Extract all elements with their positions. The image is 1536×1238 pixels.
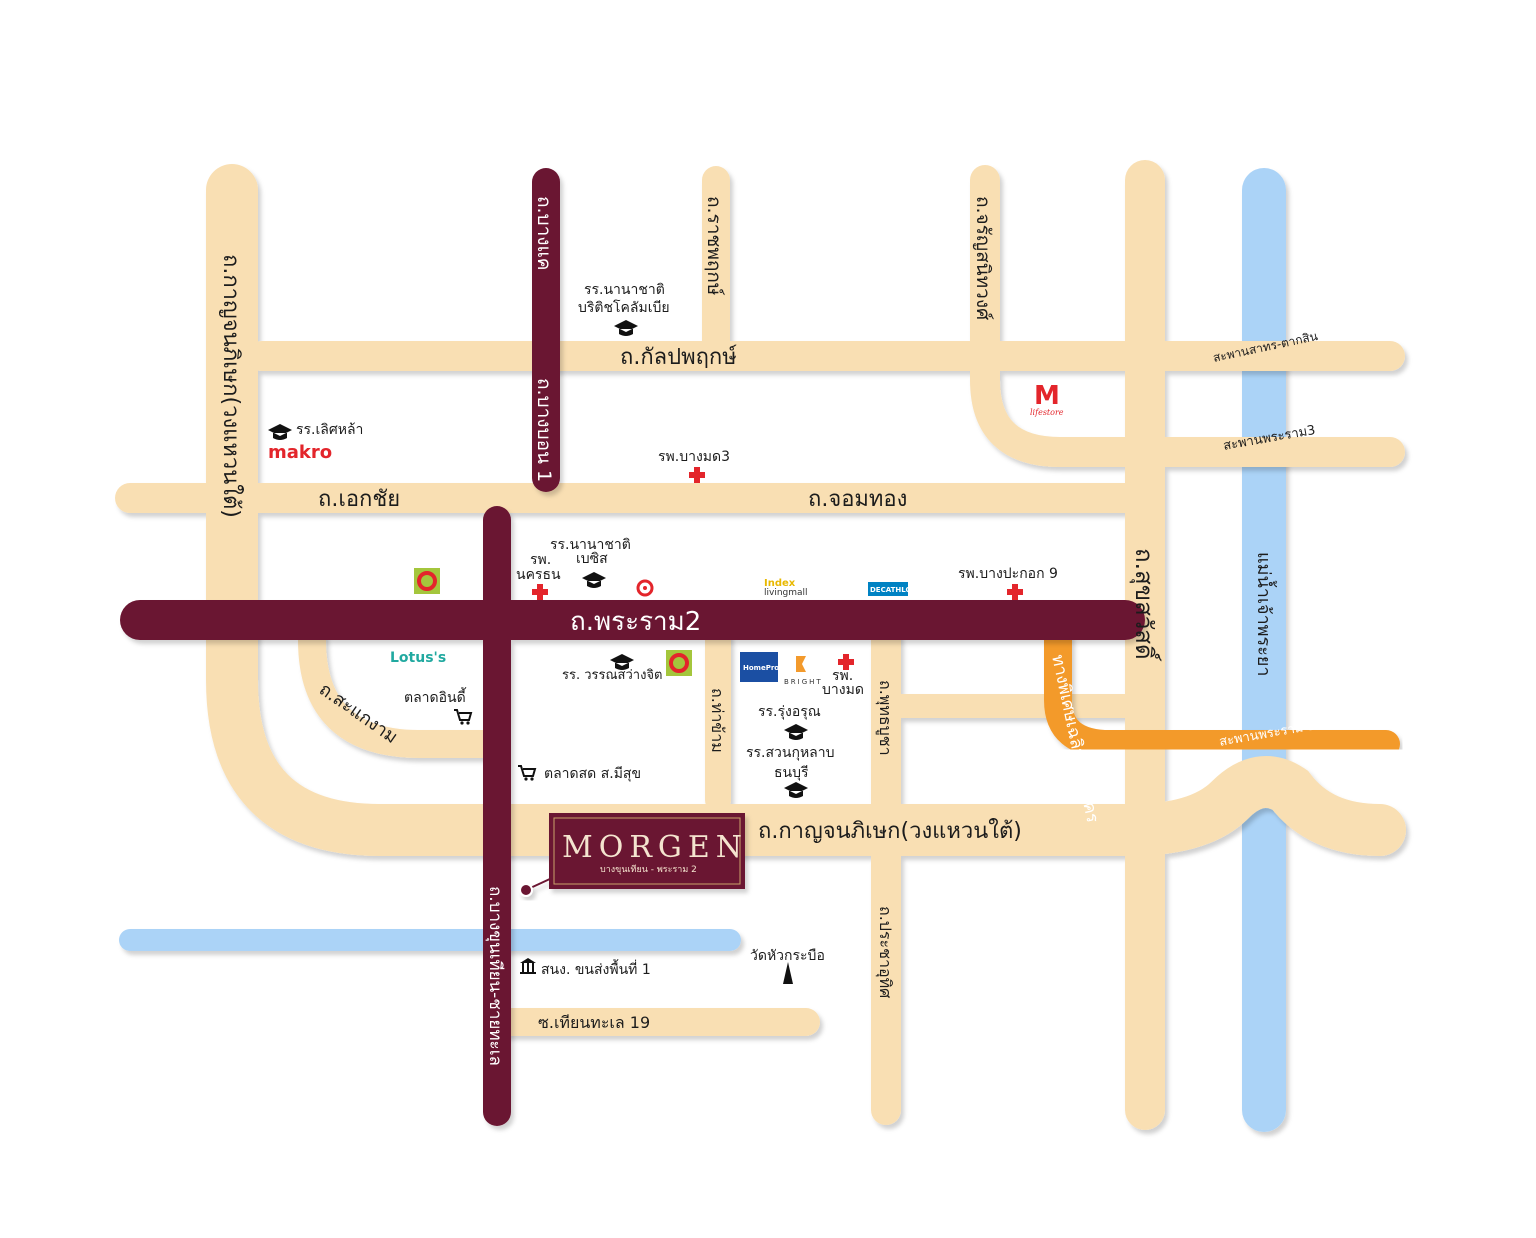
road-charoen-sanitwong bbox=[970, 165, 1405, 467]
label-charoen-sanitwong: ถ.จรัญสนิทวงศ์ bbox=[972, 196, 994, 320]
label-soi-thian-thale: ซ.เทียนทะเล 19 bbox=[538, 1013, 650, 1032]
homepro-label: HomePro bbox=[743, 664, 779, 672]
project-marker[interactable]: MORGEN บางขุนเทียน - พระราม 2 bbox=[519, 813, 748, 897]
project-card bbox=[549, 813, 745, 889]
central-logo-icon bbox=[636, 579, 654, 597]
pois: รร.นานาชาติ บริติชโคลัมเบีย รร.เลิศหล้า … bbox=[268, 282, 1064, 984]
label-basis-1: รร.นานาชาติ bbox=[550, 537, 631, 553]
label-bang-khae: ถ.บางแค bbox=[533, 196, 555, 271]
label-lertlah: รร.เลิศหล้า bbox=[296, 422, 363, 438]
label-rungarun: รร.รุ่งอรุณ bbox=[758, 704, 821, 720]
bright-logo-icon bbox=[796, 656, 806, 672]
hospital-icon bbox=[532, 584, 548, 600]
road-sakae-ngam bbox=[298, 626, 504, 758]
m-lifestore-sub: lifestore bbox=[1030, 408, 1064, 417]
label-rama2: ถ.พระราม2 bbox=[570, 607, 701, 637]
label-land-transport: สนง. ขนส่งพื้นที่ 1 bbox=[541, 959, 651, 978]
label-suk-sawat: ถ.สุขสวัสดิ์ bbox=[1129, 548, 1162, 662]
label-wannasawang: รร. วรรณสว่างจิต bbox=[562, 668, 663, 683]
index-logo-sub: livingmall bbox=[764, 588, 808, 598]
graduation-cap-icon bbox=[784, 782, 808, 798]
label-talad-indy: ตลาดอินดี้ bbox=[404, 687, 467, 706]
makro-logo: makro bbox=[268, 442, 332, 463]
label-british-school-2: บริติชโคลัมเบีย bbox=[578, 299, 670, 316]
label-bang-bon-1: ถ.บางบอน 1 bbox=[533, 378, 555, 482]
graduation-cap-icon bbox=[784, 724, 808, 740]
label-talad-somsuk: ตลาดสด ส.มีสุข bbox=[544, 766, 641, 782]
project-subtitle: บางขุนเทียน - พระราม 2 bbox=[600, 864, 697, 875]
label-hosp-bangmod3: รพ.บางมด3 bbox=[658, 449, 730, 465]
label-pracha-uthit: ถ.ประชาอุทิศ bbox=[875, 906, 895, 998]
label-tha-kham: ถ.ท่าข้าม bbox=[708, 688, 727, 753]
graduation-cap-icon bbox=[610, 654, 634, 670]
label-hosp-bangmod-2: บางมด bbox=[822, 682, 864, 698]
label-chom-thong: ถ.จอมทอง bbox=[808, 487, 907, 512]
shopping-cart-icon bbox=[454, 709, 473, 721]
label-hosp-nakornthon-1: รพ. bbox=[530, 552, 551, 568]
label-wat-hua-krabue: วัดหัวกระบือ bbox=[750, 948, 825, 964]
label-british-school-1: รร.นานาชาติ bbox=[584, 282, 665, 298]
label-phutthabucha: ถ.พุทธบูชา bbox=[875, 680, 895, 756]
minor-roads bbox=[115, 160, 1406, 1130]
label-kanchanaphisek-south: ถ.กาญจนภิเษก(วงแหวนใต้) bbox=[758, 818, 1022, 844]
project-pin bbox=[519, 883, 533, 897]
label-hosp-bangmod-1: รพ. bbox=[832, 668, 853, 684]
temple-icon bbox=[783, 962, 793, 984]
lotus-logo: Lotus's bbox=[390, 650, 446, 666]
m-lifestore-logo: M bbox=[1034, 381, 1060, 411]
hospital-icon bbox=[838, 654, 854, 670]
road-labels: ถ.กาญจนภิเษก(วงแหวนใต้) ถ.บางแค ถ.บางบอน… bbox=[218, 196, 1319, 1066]
hospital-icon bbox=[689, 467, 705, 483]
label-basis-2: เบซิส bbox=[576, 551, 608, 567]
label-kanlapaphruek: ถ.กัลปพฤกษ์ bbox=[620, 345, 737, 370]
homepro-logo bbox=[740, 652, 778, 682]
expressway-chaloem-maha-nakhon bbox=[1044, 626, 1400, 758]
shopping-cart-icon bbox=[518, 765, 537, 777]
road-kanchanaphisek-ring bbox=[206, 164, 1406, 856]
label-suankularb-2: ธนบุรี bbox=[774, 765, 809, 781]
label-suankularb-1: รร.สวนกุหลาบ bbox=[746, 745, 835, 761]
index-logo: Index bbox=[764, 578, 796, 589]
decathlon-label: DECATHLON bbox=[870, 586, 917, 594]
project-name: MORGEN bbox=[562, 830, 748, 865]
label-hosp-bangprakok9: รพ.บางปะกอก 9 bbox=[958, 566, 1058, 582]
government-building-icon bbox=[520, 958, 536, 974]
label-bang-khun-thian: ถ.บางขุนเทียน-ชายทะเล bbox=[485, 886, 505, 1066]
graduation-cap-icon bbox=[614, 320, 638, 336]
major-roads bbox=[120, 168, 1145, 1126]
graduation-cap-icon bbox=[268, 424, 292, 440]
bright-label: BRIGHT bbox=[784, 678, 823, 686]
label-hosp-nakornthon-2: นครธน bbox=[516, 567, 561, 583]
graduation-cap-icon bbox=[582, 572, 606, 588]
decathlon-logo bbox=[868, 582, 908, 596]
label-ekkachai: ถ.เอกชัย bbox=[318, 487, 400, 512]
label-chao-phraya-river: แม่น้ำเจ้าพระยา bbox=[1253, 552, 1277, 677]
label-ratchaphruek: ถ.ราชพฤกษ์ bbox=[703, 196, 725, 296]
label-kanchanaphisek-west: ถ.กาญจนภิเษก(วงแหวนใต้) bbox=[218, 254, 244, 518]
hospital-icon bbox=[1007, 584, 1023, 600]
